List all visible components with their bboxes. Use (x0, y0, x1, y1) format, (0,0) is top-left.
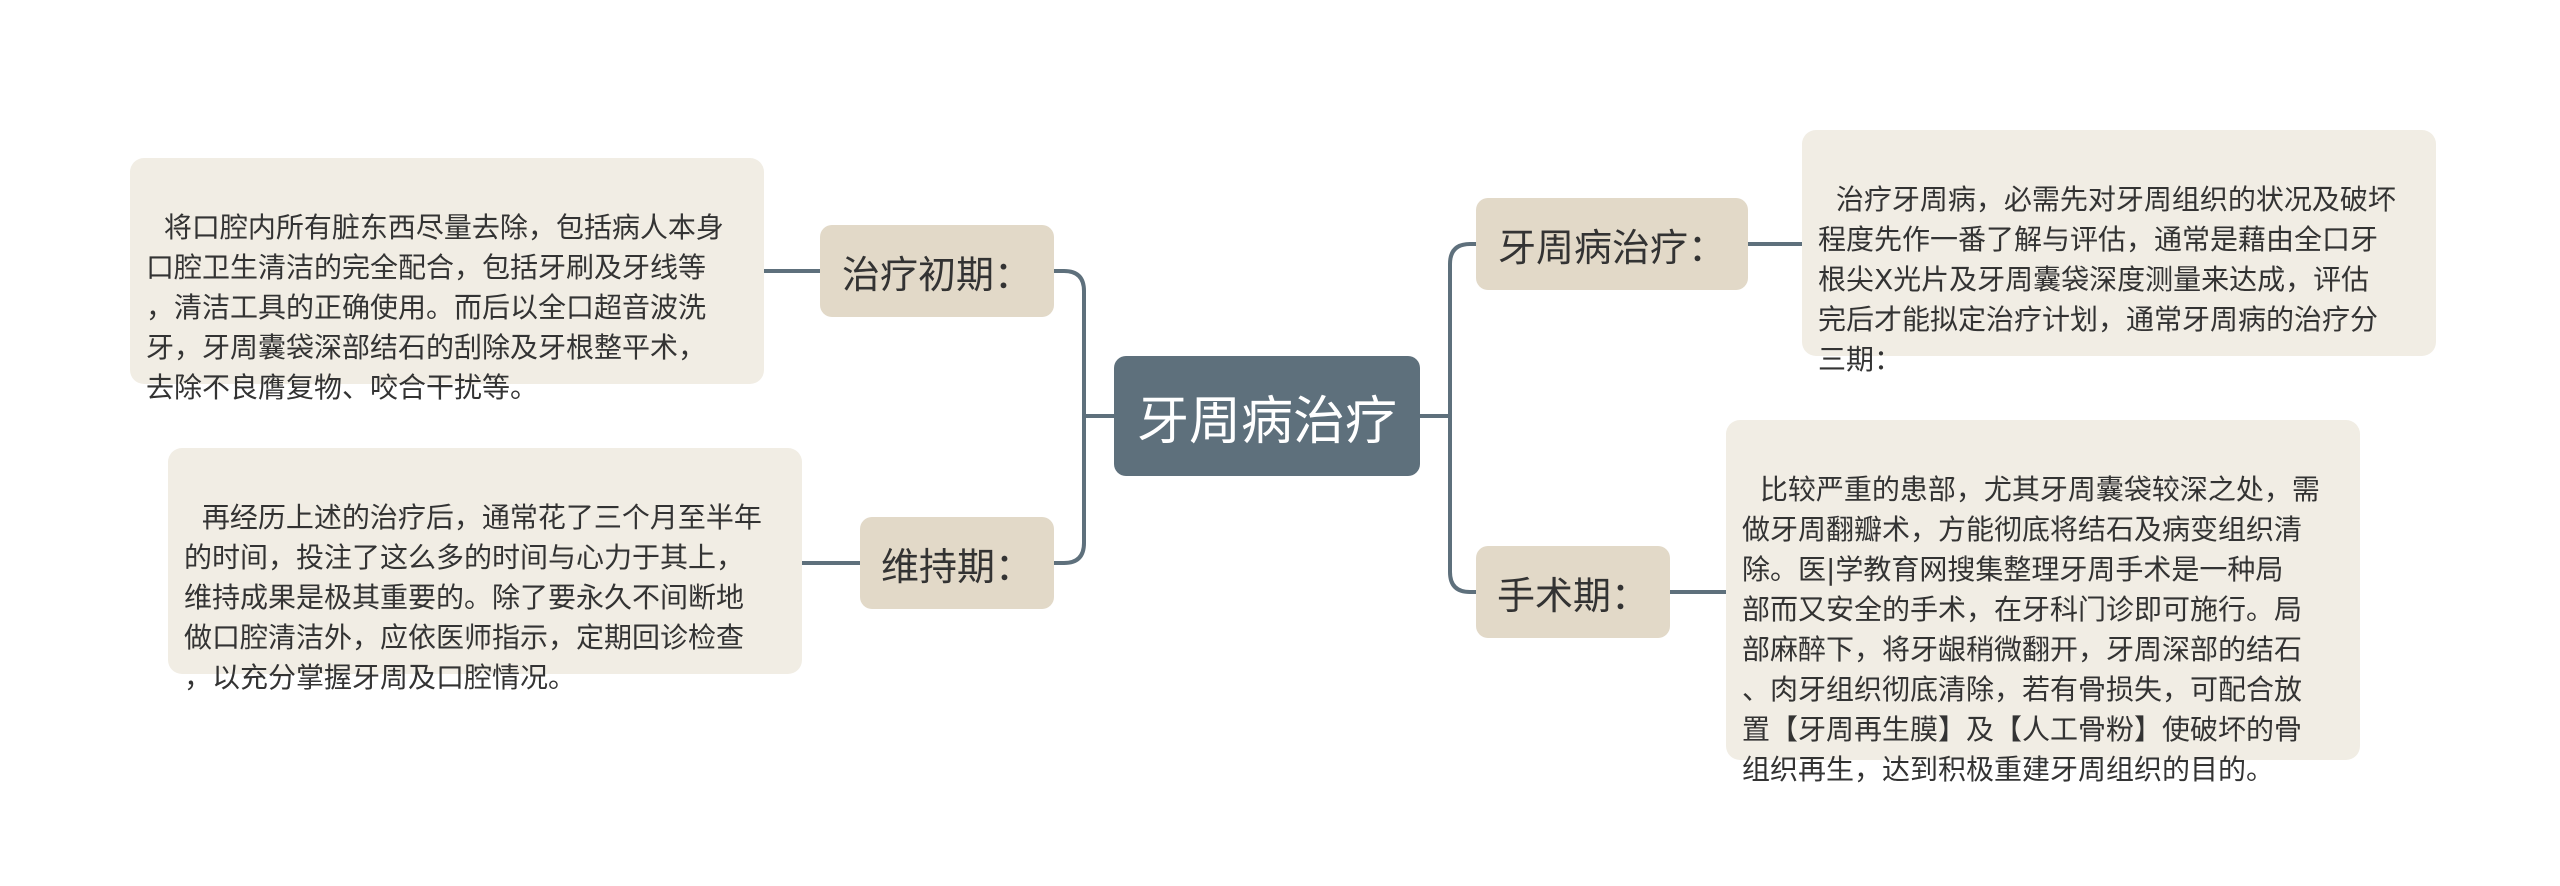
leaf-surgery-phase[interactable]: 比较严重的患部，尤其牙周囊袋较深之处，需 做牙周翻瓣术，方能彻底将结石及病变组织… (1726, 420, 2360, 786)
branch-periodontal-treatment-label: 牙周病治疗： (1497, 225, 1726, 270)
connector-left-trunk-initial (1052, 269, 1086, 418)
central-topic[interactable]: 牙周病治疗 (1114, 356, 1420, 476)
connector-right-trunk-pdt (1448, 242, 1478, 418)
central-topic-label: 牙周病治疗 (1136, 391, 1397, 452)
branch-initial-phase[interactable]: 治疗初期： (820, 225, 1054, 317)
branch-periodontal-treatment[interactable]: 牙周病治疗： (1476, 198, 1748, 290)
branch-maintenance-phase-label: 维持期： (880, 544, 1033, 589)
leaf-periodontal-treatment-text: 治疗牙周病，必需先对牙周组织的状况及破坏 程度先作一番了解与评估，通常是藉由全口… (1818, 183, 2396, 376)
connector-right-trunk-surgery (1448, 414, 1478, 594)
leaf-initial-phase-text: 将口腔内所有脏东西尽量去除，包括病人本身 口腔卫生清洁的完全配合，包括牙刷及牙线… (146, 211, 724, 404)
leaf-maintenance-phase[interactable]: 再经历上述的治疗后，通常花了三个月至半年 的时间，投注了这么多的时间与心力于其上… (168, 448, 802, 694)
branch-initial-phase-label: 治疗初期： (841, 252, 1032, 297)
leaf-maintenance-phase-text: 再经历上述的治疗后，通常花了三个月至半年 的时间，投注了这么多的时间与心力于其上… (184, 501, 762, 694)
leaf-initial-phase[interactable]: 将口腔内所有脏东西尽量去除，包括病人本身 口腔卫生清洁的完全配合，包括牙刷及牙线… (130, 158, 764, 404)
connector-left-trunk-maintain (1052, 414, 1086, 565)
leaf-surgery-phase-text: 比较严重的患部，尤其牙周囊袋较深之处，需 做牙周翻瓣术，方能彻底将结石及病变组织… (1742, 473, 2320, 786)
branch-surgery-phase-label: 手术期： (1496, 573, 1649, 618)
leaf-periodontal-treatment[interactable]: 治疗牙周病，必需先对牙周组织的状况及破坏 程度先作一番了解与评估，通常是藉由全口… (1802, 130, 2436, 376)
branch-maintenance-phase[interactable]: 维持期： (860, 517, 1054, 609)
branch-surgery-phase[interactable]: 手术期： (1476, 546, 1670, 638)
